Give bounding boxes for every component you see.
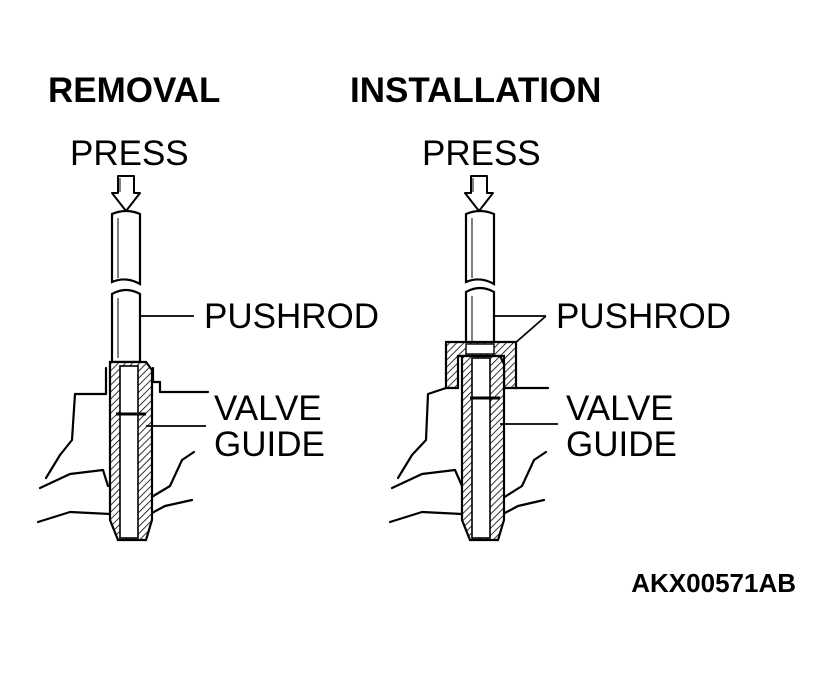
removal-press-label: PRESS	[70, 134, 189, 173]
press-arrow-icon	[464, 175, 494, 212]
installation-panel: INSTALLATION PRESS	[350, 71, 731, 542]
removal-pushrod	[110, 209, 194, 364]
removal-valve-label: VALVE	[214, 389, 322, 428]
installation-valve-guide	[460, 354, 558, 542]
installation-pushrod	[464, 209, 547, 354]
installation-valve-label: VALVE	[566, 389, 674, 428]
cylinder-head-outline	[388, 386, 550, 534]
removal-guide-label: GUIDE	[214, 425, 325, 464]
removal-panel: REMOVAL PRESS	[36, 71, 379, 542]
figure-code: AKX00571AB	[631, 568, 796, 598]
press-arrow-icon	[111, 175, 141, 212]
installation-guide-label: GUIDE	[566, 425, 677, 464]
installer-adapter	[444, 340, 518, 390]
removal-heading: REMOVAL	[48, 71, 220, 110]
removal-valve-guide	[108, 360, 206, 542]
removal-pushrod-label: PUSHROD	[204, 297, 379, 336]
installation-pushrod-label: PUSHROD	[556, 297, 731, 336]
installation-press-label: PRESS	[422, 134, 541, 173]
installation-heading: INSTALLATION	[350, 71, 601, 110]
